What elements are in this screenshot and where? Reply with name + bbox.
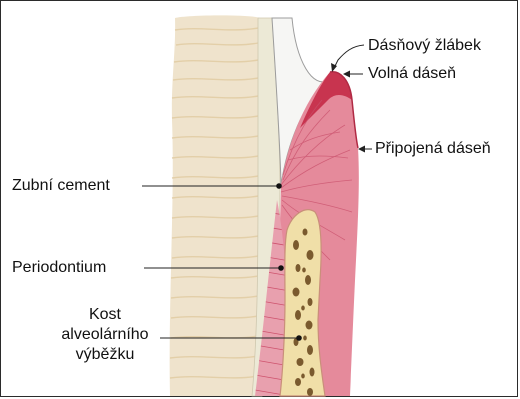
label-free-gingiva: Volná dáseň	[368, 64, 456, 84]
dot-periodontium	[278, 265, 284, 271]
dot-cementum	[276, 183, 282, 189]
label-alveolar-bone: Kost alveolárního výběžku	[50, 305, 160, 365]
label-alveolar-bone-line2: alveolárního	[50, 325, 160, 345]
arrowhead-attached-gingiva	[358, 146, 365, 153]
dentin	[170, 15, 260, 396]
label-gingival-sulcus: Dásňový žlábek	[368, 36, 481, 56]
alveolar-bone	[280, 210, 325, 396]
label-periodontium: Periodontium	[12, 258, 106, 278]
label-alveolar-bone-line1: Kost	[50, 305, 160, 325]
label-cementum: Zubní cement	[12, 176, 110, 196]
arrowhead-free-gingiva	[343, 71, 350, 78]
label-attached-gingiva: Připojená dáseň	[375, 139, 491, 159]
label-alveolar-bone-line3: výběžku	[50, 345, 160, 365]
dot-alveolar-bone	[296, 335, 302, 341]
leader-gingival-sulcus	[333, 45, 364, 70]
